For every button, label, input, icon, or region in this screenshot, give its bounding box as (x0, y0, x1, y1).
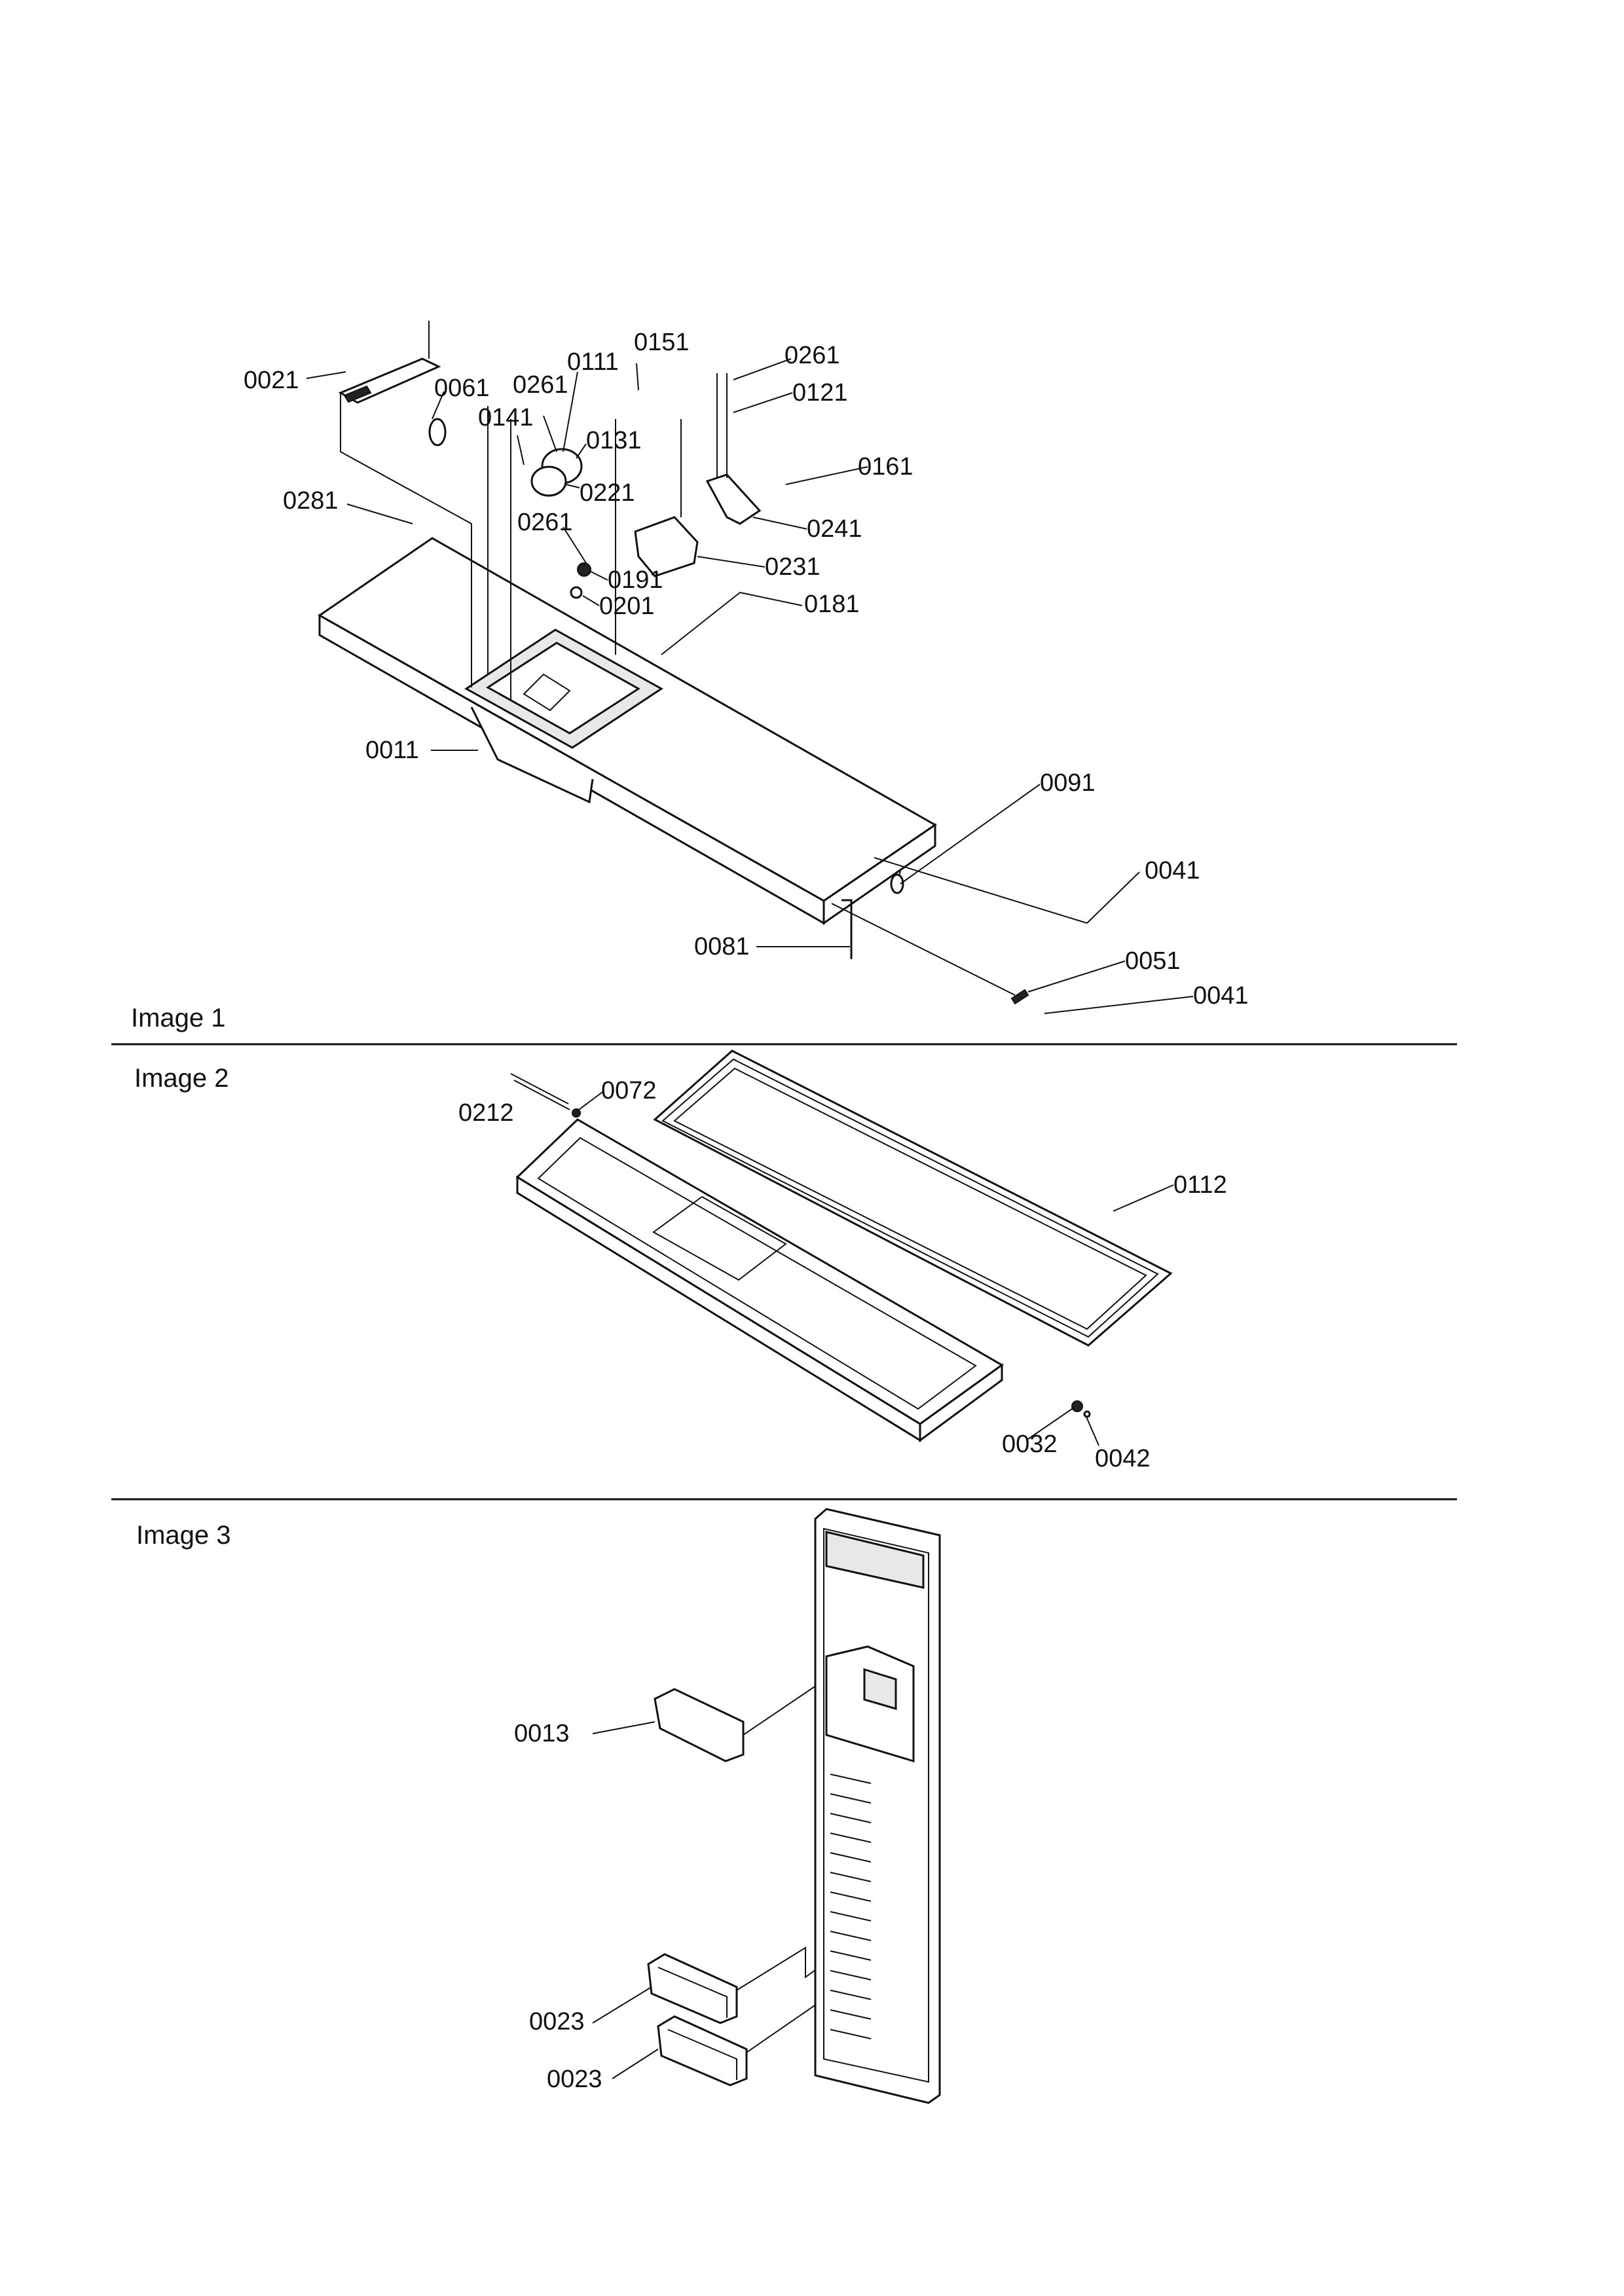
image-3-bins (647, 1953, 748, 2086)
gasket-panel (653, 1049, 1173, 1347)
callout-0061: 0061 (434, 374, 490, 402)
image-2-assembly (510, 1049, 1173, 1442)
liner-center-recess (652, 1195, 787, 1281)
door-shelf-rung (830, 2009, 872, 2020)
bin-0013-shape (654, 1688, 745, 1762)
callout-0191: 0191 (608, 566, 663, 594)
callout-0021: 0021 (244, 367, 299, 394)
image-1-title: Image 1 (131, 1004, 226, 1032)
callout-0141: 0141 (478, 404, 534, 431)
callout-0041-b: 0041 (1193, 982, 1249, 1010)
housing-inner (486, 642, 640, 735)
rod-part (841, 899, 853, 959)
lever-part (705, 473, 762, 525)
door-shelf-rung (830, 1832, 872, 1843)
image-1-callout-lines (306, 358, 1194, 1014)
door-top-recess (825, 1531, 925, 1589)
image-2-title: Image 2 (134, 1064, 229, 1093)
door-shelf-rung (830, 1970, 872, 1980)
image-3-title: Image 3 (136, 1521, 231, 1550)
callout-0112: 0112 (1173, 1171, 1227, 1199)
door-inner (823, 1527, 929, 2083)
door-shelf-rung (830, 1813, 872, 1823)
callout-0261-a: 0261 (513, 371, 568, 399)
callout-0231: 0231 (765, 553, 821, 581)
callout-0081: 0081 (694, 933, 750, 960)
image-2-callouts: 0072 0212 0112 0032 0042 (458, 1077, 1227, 1472)
door-shelf-rung (830, 1852, 872, 1863)
callout-0212: 0212 (458, 1099, 514, 1127)
cover-side-face (822, 823, 936, 925)
callout-0023-b: 0023 (547, 2066, 602, 2093)
callout-0201: 0201 (599, 592, 655, 620)
callout-0042: 0042 (1095, 1445, 1151, 1472)
callout-0221: 0221 (580, 479, 635, 507)
knob-part (428, 418, 447, 446)
bin-upper (647, 1953, 738, 2024)
callout-0261-b: 0261 (784, 342, 840, 369)
callout-0161: 0161 (858, 453, 913, 481)
callout-0032: 0032 (1002, 1430, 1058, 1458)
dispenser-paddle (863, 1667, 897, 1710)
image-2-callout-lines (576, 1091, 1174, 1446)
cover-underside (470, 706, 594, 804)
door-shelf-rung (830, 1931, 872, 1941)
door-shelf-rung (830, 1891, 872, 1902)
callout-0281: 0281 (283, 487, 339, 515)
callout-0091: 0091 (1040, 769, 1096, 797)
callout-0111: 0111 (567, 348, 619, 376)
liner-side (919, 1363, 1003, 1442)
bin-lower (657, 2015, 748, 2086)
motor-part (634, 516, 699, 577)
callout-0013: 0013 (514, 1720, 570, 1747)
dispenser-body (825, 1645, 915, 1763)
callout-0023-a: 0023 (529, 2008, 585, 2035)
callout-0051: 0051 (1125, 947, 1181, 975)
callout-0041-a: 0041 (1145, 857, 1200, 884)
image-3-door-scaled (654, 1508, 941, 2104)
image-3-callouts: 0013 0023 0023 (514, 1720, 602, 2093)
clip-part (1010, 989, 1029, 1005)
door-shelf-rung (830, 1793, 872, 1804)
callout-0181: 0181 (804, 591, 860, 618)
door-shelf-rung (830, 1774, 872, 1784)
callout-0241: 0241 (807, 515, 862, 543)
door-shelf-rung (830, 1990, 872, 2000)
callout-0011: 0011 (365, 737, 419, 764)
door-shelf-rung (830, 1950, 872, 1961)
wire-harness (510, 1073, 570, 1110)
callout-0131: 0131 (586, 427, 642, 454)
callout-0151: 0151 (634, 329, 690, 356)
image-1-callouts: 0021 0061 0261 0111 0151 0261 0121 0141 … (244, 329, 1249, 1010)
callout-0072: 0072 (601, 1077, 657, 1104)
door-shelf-rung (830, 1911, 872, 1922)
disc-part (530, 465, 567, 497)
door-outer (814, 1508, 941, 2104)
door-shelf-rung (830, 1872, 872, 1882)
door-shelf-rung (830, 2029, 872, 2039)
callout-0261-c: 0261 (517, 509, 573, 536)
image-1-assembly (318, 321, 1088, 1005)
callout-0121: 0121 (792, 379, 848, 407)
